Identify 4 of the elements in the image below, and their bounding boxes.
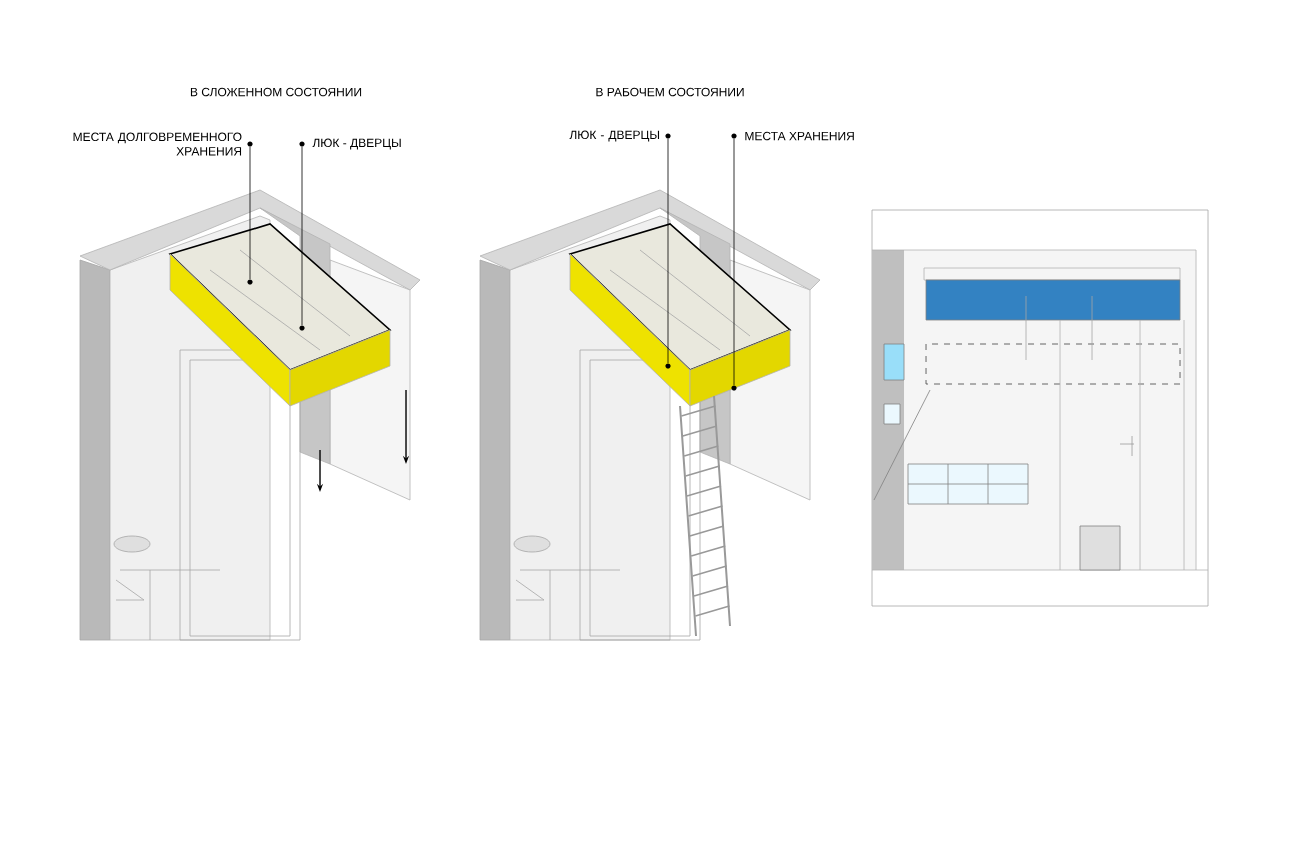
leader-line [667, 138, 669, 364]
leader-line [733, 138, 735, 386]
leader-line [301, 146, 303, 326]
leader-line [249, 146, 251, 280]
